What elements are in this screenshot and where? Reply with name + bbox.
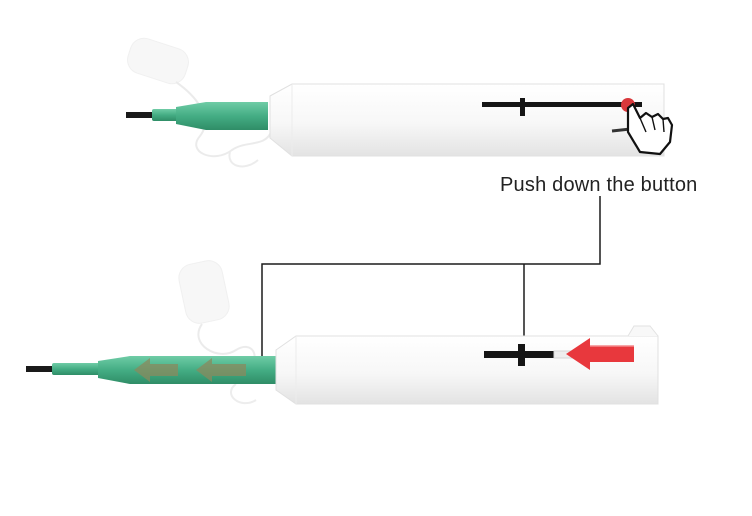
dust-cap-bottom bbox=[178, 260, 257, 405]
left-arrow-icon bbox=[134, 358, 246, 382]
nozzle-bottom bbox=[52, 356, 276, 384]
dust-cap-top bbox=[127, 37, 273, 168]
tip-bottom bbox=[26, 366, 56, 372]
callout-connector bbox=[261, 196, 601, 372]
cleaner-pen-top bbox=[126, 37, 674, 168]
tip-top bbox=[126, 112, 156, 118]
push-arrow-icon bbox=[566, 338, 634, 370]
body-bottom bbox=[275, 325, 659, 405]
instruction-caption: Push down the button bbox=[500, 174, 698, 196]
pointing-hand-icon bbox=[626, 102, 674, 156]
cleaner-pen-bottom bbox=[26, 260, 659, 405]
body-top bbox=[269, 83, 665, 157]
nozzle-top bbox=[152, 102, 268, 130]
